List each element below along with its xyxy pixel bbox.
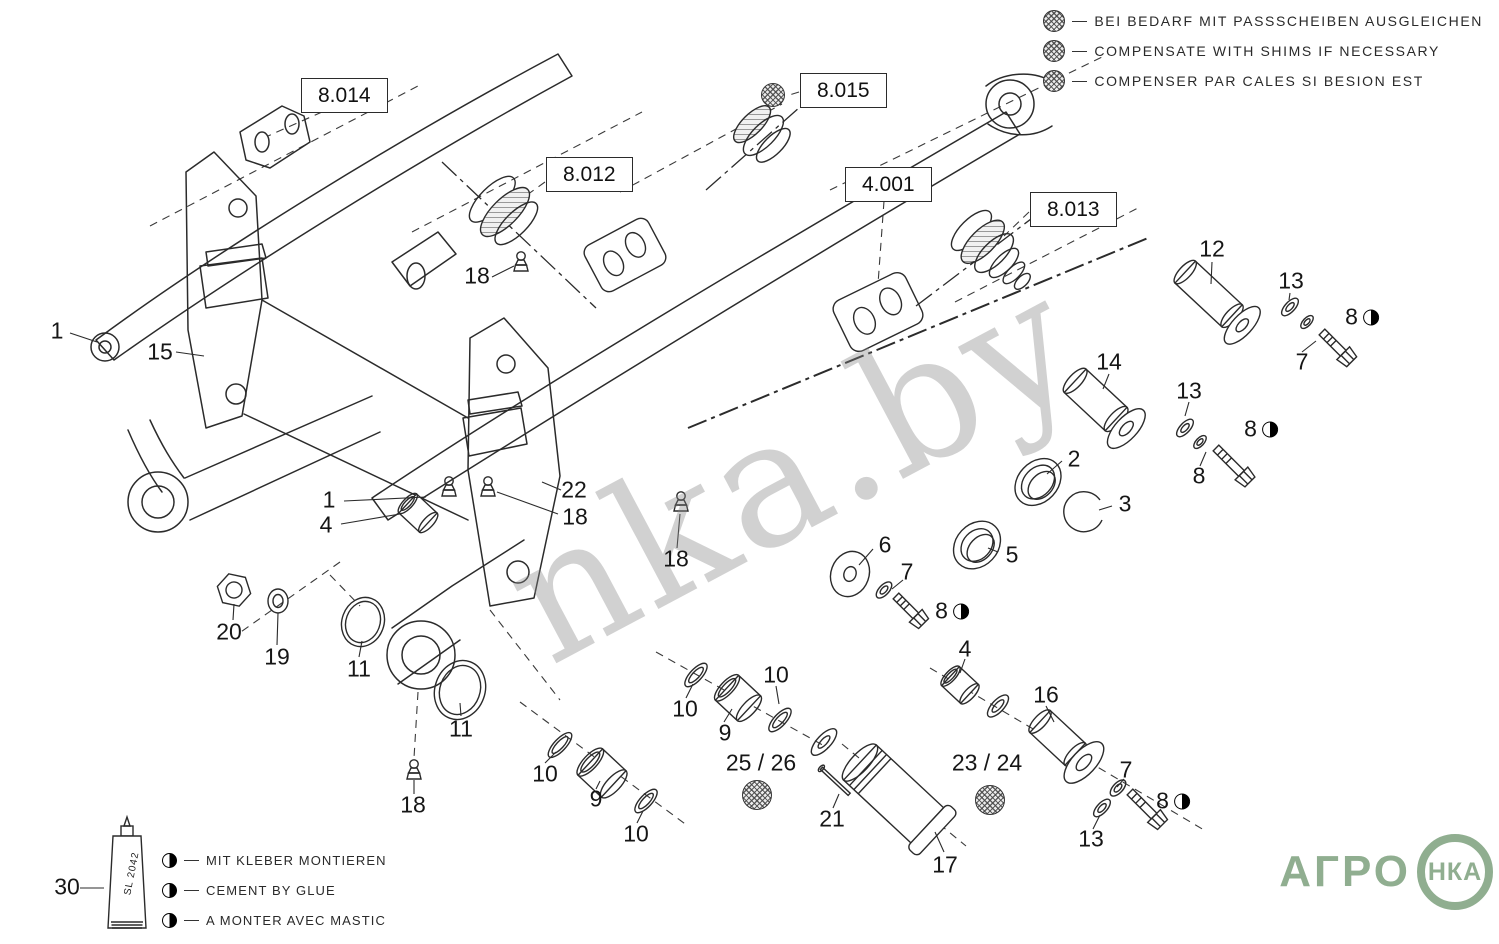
part-number-11: 11 — [449, 715, 473, 742]
part-number-8: 8 — [1244, 417, 1278, 441]
part-number-4: 4 — [958, 635, 972, 662]
glue-indicator-icon — [952, 603, 969, 619]
part-number-25-26: 25 / 26 — [725, 749, 797, 776]
ref-box-8-012[interactable]: 8.012 — [546, 157, 633, 193]
part-number-10: 10 — [532, 760, 558, 787]
part-number-9: 9 — [589, 785, 603, 812]
part-number-6: 6 — [878, 531, 892, 558]
legend-connector — [184, 890, 199, 891]
agro-nka-logo: АГРО НКА — [1279, 834, 1493, 910]
part-number-17: 17 — [932, 851, 958, 878]
part-number-10: 10 — [623, 820, 649, 847]
glue-indicator-icon — [1173, 793, 1190, 809]
legend-shims-row-de: BEI BEDARF MIT PASSSCHEIBEN AUSGLEICHEN — [1043, 10, 1483, 32]
part-number-9: 9 — [718, 719, 732, 746]
bearing-stacks — [468, 105, 1031, 353]
part-number-8: 8 — [1192, 462, 1206, 489]
glue-indicator-icon — [1362, 309, 1379, 325]
part-number-4: 4 — [319, 511, 333, 538]
part-number-3: 3 — [1118, 490, 1132, 517]
glue-indicator-icon — [1261, 421, 1278, 437]
shim-ball-marker — [742, 780, 772, 810]
shim-ball-marker — [761, 83, 785, 107]
part-number-30: 30 — [54, 873, 80, 900]
legend-shims-text-de: BEI BEDARF MIT PASSSCHEIBEN AUSGLEICHEN — [1094, 13, 1483, 29]
part-number-15: 15 — [147, 338, 173, 365]
legend-glue-text-en: CEMENT BY GLUE — [206, 883, 336, 898]
legend-glue-row-fr: A MONTER AVEC MASTIC — [162, 913, 387, 928]
logo-circle: НКА — [1417, 834, 1493, 910]
legend-glue: MIT KLEBER MONTIEREN CEMENT BY GLUE A MO… — [162, 853, 387, 928]
part-number-8: 8 — [1345, 305, 1379, 329]
shim-ball-icon — [1043, 10, 1066, 32]
part-number-23-24: 23 / 24 — [951, 749, 1023, 776]
part-number-2: 2 — [1067, 445, 1081, 472]
part-number-1: 1 — [322, 486, 336, 513]
part-number-7: 7 — [1119, 756, 1133, 783]
legend-connector — [184, 860, 199, 861]
part-number-18: 18 — [663, 545, 689, 572]
glue-indicator-icon — [162, 883, 177, 898]
leader-lines — [69, 261, 1317, 889]
part-number-7: 7 — [1295, 348, 1309, 375]
legend-connector — [184, 920, 199, 921]
legend-shims: BEI BEDARF MIT PASSSCHEIBEN AUSGLEICHEN … — [1043, 10, 1483, 92]
part-number-7: 7 — [900, 558, 914, 585]
part-number-18: 18 — [400, 791, 426, 818]
part-number-12: 12 — [1199, 235, 1225, 262]
part-number-5: 5 — [1005, 541, 1019, 568]
part-number-13: 13 — [1176, 377, 1202, 404]
legend-shims-row-en: COMPENSATE WITH SHIMS IF NECESSARY — [1043, 40, 1483, 62]
ref-box-4-001[interactable]: 4.001 — [845, 167, 932, 203]
loader-arm-structures — [90, 53, 1053, 690]
part-number-18: 18 — [562, 503, 588, 530]
part-number-21: 21 — [819, 805, 845, 832]
legend-glue-text-de: MIT KLEBER MONTIEREN — [206, 853, 387, 868]
part-number-20: 20 — [216, 618, 242, 645]
part-number-18: 18 — [464, 262, 490, 289]
legend-connector — [1072, 80, 1088, 82]
legend-glue-row-de: MIT KLEBER MONTIEREN — [162, 853, 387, 868]
legend-shims-text-en: COMPENSATE WITH SHIMS IF NECESSARY — [1094, 43, 1440, 59]
ref-box-8-014[interactable]: 8.014 — [301, 78, 388, 114]
shim-ball-marker — [975, 785, 1005, 815]
part-number-11: 11 — [347, 655, 371, 682]
part-number-14: 14 — [1096, 348, 1122, 375]
part-number-22: 22 — [561, 476, 587, 503]
ref-box-8-013[interactable]: 8.013 — [1030, 192, 1117, 228]
part-number-10: 10 — [763, 661, 789, 688]
logo-word: АГРО — [1279, 847, 1411, 896]
legend-shims-text-fr: COMPENSER PAR CALES SI BESION EST — [1094, 73, 1424, 89]
glue-indicator-icon — [162, 853, 177, 868]
logo-circle-text: НКА — [1427, 857, 1483, 886]
legend-glue-row-en: CEMENT BY GLUE — [162, 883, 387, 898]
part-number-13: 13 — [1078, 825, 1104, 852]
center-axes — [441, 83, 1149, 429]
ref-box-8-015[interactable]: 8.015 — [800, 73, 887, 109]
part-number-1: 1 — [50, 317, 64, 344]
part-number-8: 8 — [1156, 789, 1190, 813]
part-number-19: 19 — [264, 643, 290, 670]
glue-indicator-icon — [162, 913, 177, 928]
shim-ball-icon — [1043, 70, 1066, 92]
loose-parts — [107, 251, 1358, 929]
part-number-16: 16 — [1033, 681, 1059, 708]
legend-connector — [1072, 20, 1088, 22]
part-number-10: 10 — [672, 695, 698, 722]
shim-ball-icon — [1043, 40, 1066, 62]
legend-connector — [1072, 50, 1088, 52]
part-number-13: 13 — [1278, 267, 1304, 294]
part-number-8: 8 — [935, 599, 969, 623]
legend-glue-text-fr: A MONTER AVEC MASTIC — [206, 913, 386, 928]
legend-shims-row-fr: COMPENSER PAR CALES SI BESION EST — [1043, 70, 1483, 92]
